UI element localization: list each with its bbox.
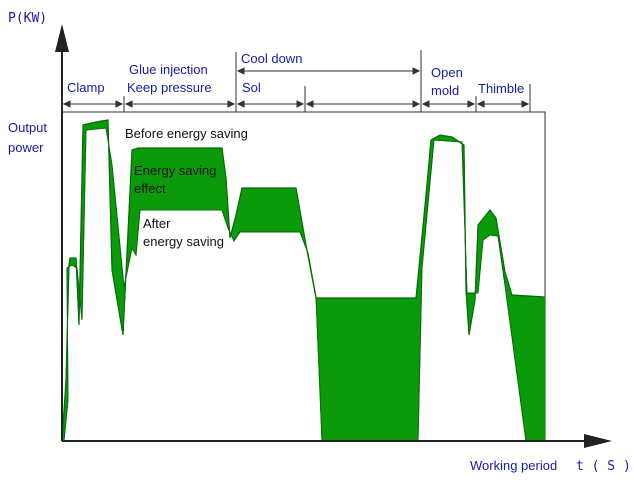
phase-open-line1: Open: [431, 65, 463, 80]
annotation-after-line2: energy saving: [143, 234, 224, 249]
phase-clamp: Clamp: [67, 80, 105, 95]
annotation-effect-line2: effect: [134, 181, 166, 196]
phase-sol: Sol: [242, 80, 261, 95]
phase-glue-line2: Keep pressure: [127, 80, 212, 95]
x-axis-title: Working period: [470, 458, 557, 473]
after-saving-curve: [62, 127, 545, 442]
phase-ticks: [61, 50, 531, 112]
y-title-line2: power: [8, 140, 44, 155]
annotation-after-line1: After: [143, 216, 171, 231]
phase-cool-down: Cool down: [241, 51, 302, 66]
phase-glue-line1: Glue injection: [129, 62, 208, 77]
annotation-before: Before energy saving: [125, 126, 248, 141]
before-saving-curve: [61, 119, 546, 442]
phase-open-line2: mold: [431, 83, 459, 98]
y-axis-label: P(KW): [8, 11, 47, 26]
annotation-effect-line1: Energy saving: [134, 163, 216, 178]
y-axis-arrow-icon: [55, 24, 69, 52]
x-axis-arrow-icon: [584, 434, 612, 448]
phase-thimble: Thimble: [478, 81, 524, 96]
phase-arrows: [62, 67, 530, 108]
y-title-line1: Output: [8, 120, 47, 135]
x-axis-unit: t ( S ): [576, 459, 631, 474]
